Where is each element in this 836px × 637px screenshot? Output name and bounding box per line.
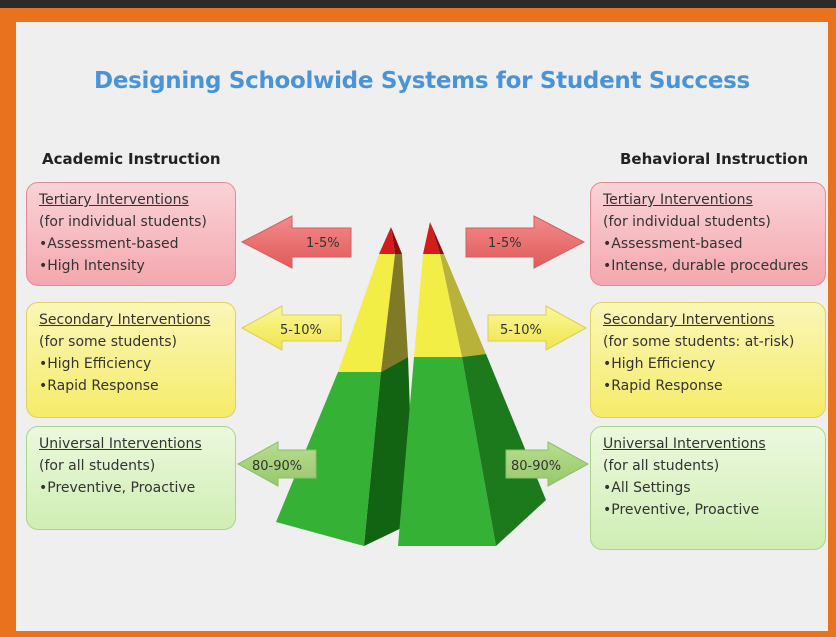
academic-tier-red bbox=[379, 227, 395, 254]
behavioral-arrow-secondary-label: 5-10% bbox=[500, 323, 542, 338]
academic-secondary-box: Secondary Interventions (for some studen… bbox=[26, 302, 236, 418]
behavioral-tier-green bbox=[398, 357, 496, 546]
academic-pyramid bbox=[276, 227, 414, 546]
academic-tertiary-sub: (for individual students) bbox=[39, 214, 207, 230]
academic-header-instruction: Instruction bbox=[127, 150, 221, 168]
academic-arrow-tertiary: 1-5% bbox=[240, 215, 352, 269]
academic-tier-green bbox=[276, 372, 381, 546]
behavioral-universal-box: Universal Interventions (for all student… bbox=[590, 426, 826, 550]
academic-tertiary-bullet-1: Assessment-based bbox=[39, 233, 225, 255]
behavioral-shade-green bbox=[462, 354, 546, 546]
academic-secondary-heading: Secondary Interventions bbox=[39, 312, 211, 328]
behavioral-secondary-bullet-2: Rapid Response bbox=[603, 375, 815, 397]
behavioral-tertiary-bullet-2: Intense, durable procedures bbox=[603, 255, 815, 277]
behavioral-tertiary-bullet-1: Assessment-based bbox=[603, 233, 815, 255]
academic-arrow-universal-label: 80-90% bbox=[252, 459, 302, 474]
academic-universal-bullet-1: Preventive, Proactive bbox=[39, 477, 225, 499]
academic-secondary-sub: (for some students) bbox=[39, 334, 177, 350]
behavioral-shade-yellow bbox=[440, 254, 486, 357]
behavioral-shade-red bbox=[430, 222, 444, 254]
academic-header-word: Academic bbox=[42, 150, 124, 168]
slide: Designing Schoolwide Systems for Student… bbox=[16, 22, 828, 631]
behavioral-arrow-universal-label: 80-90% bbox=[511, 459, 561, 474]
slide-frame: Designing Schoolwide Systems for Student… bbox=[0, 8, 836, 637]
behavioral-secondary-bullet-1: High Efficiency bbox=[603, 353, 815, 375]
academic-arrow-secondary: 5-10% bbox=[240, 305, 342, 351]
academic-shade-red bbox=[391, 227, 402, 254]
behavioral-secondary-box: Secondary Interventions (for some studen… bbox=[590, 302, 826, 418]
behavioral-tertiary-box: Tertiary Interventions (for individual s… bbox=[590, 182, 826, 286]
academic-tier-yellow bbox=[338, 254, 395, 372]
academic-arrow-tertiary-label: 1-5% bbox=[306, 236, 340, 251]
behavioral-arrow-tertiary-label: 1-5% bbox=[488, 236, 522, 251]
behavioral-universal-bullet-2: Preventive, Proactive bbox=[603, 499, 815, 521]
academic-secondary-bullet-2: Rapid Response bbox=[39, 375, 225, 397]
behavioral-universal-heading: Universal Interventions bbox=[603, 436, 766, 452]
academic-tertiary-box: Tertiary Interventions (for individual s… bbox=[26, 182, 236, 286]
academic-universal-heading: Universal Interventions bbox=[39, 436, 202, 452]
behavioral-secondary-heading: Secondary Interventions bbox=[603, 312, 775, 328]
academic-arrow-secondary-label: 5-10% bbox=[280, 323, 322, 338]
behavioral-arrow-secondary: 5-10% bbox=[487, 305, 588, 351]
academic-secondary-bullet-1: High Efficiency bbox=[39, 353, 225, 375]
academic-arrow-universal: 80-90% bbox=[236, 441, 317, 487]
academic-universal-box: Universal Interventions (for all student… bbox=[26, 426, 236, 530]
behavioral-secondary-sub: (for some students: at-risk) bbox=[603, 334, 795, 350]
academic-tertiary-heading: Tertiary Interventions bbox=[39, 192, 189, 208]
behavioral-arrow-universal: 80-90% bbox=[505, 441, 590, 487]
behavioral-tier-red bbox=[423, 222, 440, 254]
academic-tertiary-bullet-2: High Intensity bbox=[39, 255, 225, 277]
academic-header: Academic Instruction bbox=[42, 150, 221, 168]
behavioral-arrow-tertiary: 1-5% bbox=[465, 215, 586, 269]
behavioral-tertiary-sub: (for individual students) bbox=[603, 214, 771, 230]
pyramid-diagram: 1-5% 5-10% 80-90% 1-5% 5-10% 80-90% bbox=[236, 215, 590, 546]
behavioral-universal-bullet-1: All Settings bbox=[603, 477, 815, 499]
academic-shade-green bbox=[364, 357, 414, 546]
academic-universal-sub: (for all students) bbox=[39, 458, 156, 474]
behavioral-pyramid bbox=[398, 222, 546, 546]
behavioral-tertiary-heading: Tertiary Interventions bbox=[603, 192, 753, 208]
academic-shade-yellow bbox=[381, 254, 408, 372]
behavioral-header: Behavioral Instruction bbox=[620, 150, 809, 168]
slide-title: Designing Schoolwide Systems for Student… bbox=[94, 68, 750, 94]
behavioral-tier-yellow bbox=[414, 254, 462, 357]
behavioral-universal-sub: (for all students) bbox=[603, 458, 720, 474]
